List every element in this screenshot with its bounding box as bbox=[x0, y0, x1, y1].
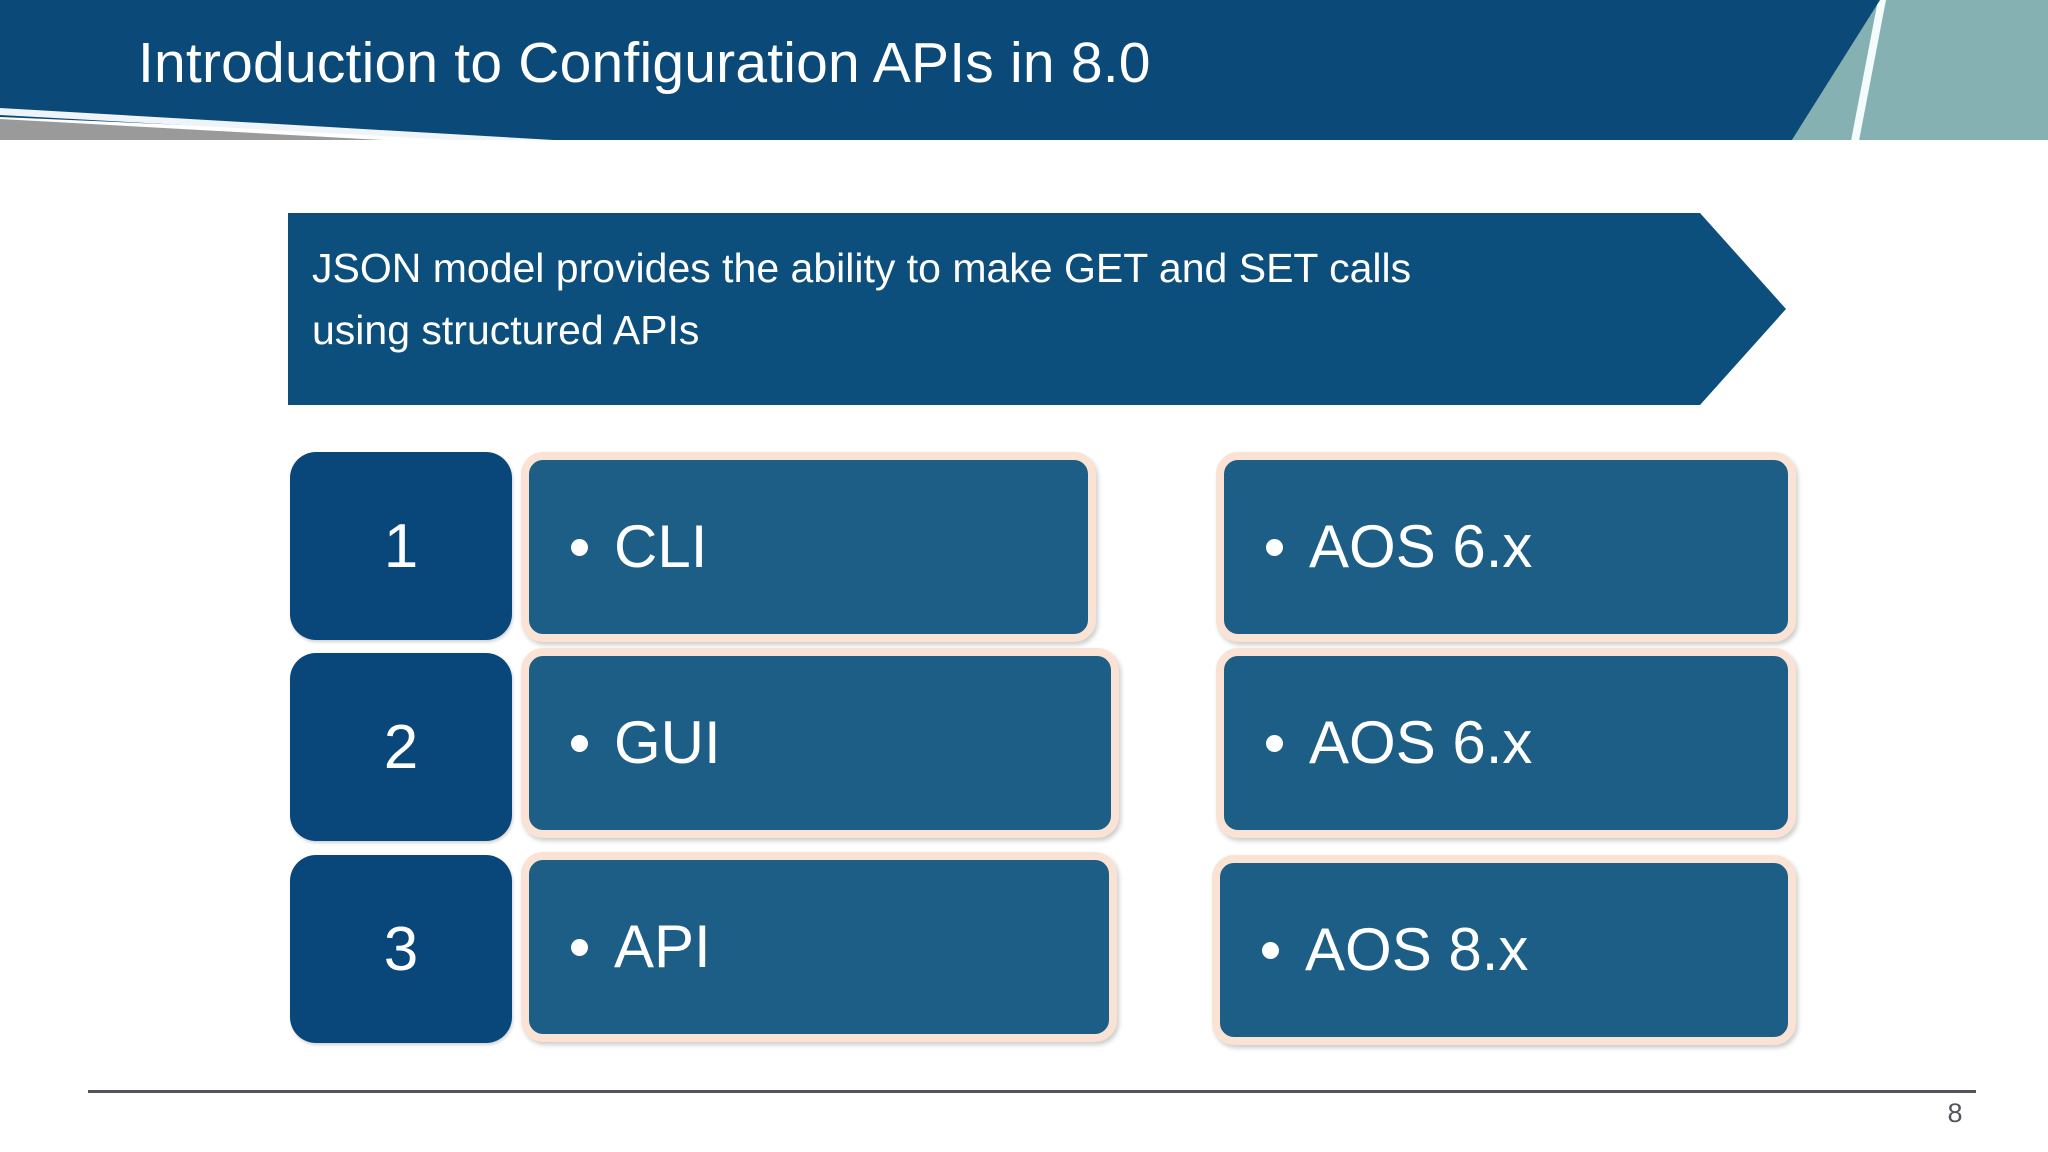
callout-line-1: JSON model provides the ability to make … bbox=[312, 245, 1412, 291]
version-label-1: AOS 6.x bbox=[1309, 513, 1533, 580]
header-band bbox=[0, 0, 2048, 156]
page-title: Introduction to Configuration APIs in 8.… bbox=[138, 31, 1151, 95]
method-box-2[interactable]: GUI bbox=[521, 648, 1119, 838]
callout-text: JSON model provides the ability to make … bbox=[312, 237, 1692, 361]
bullet-dot-icon bbox=[571, 538, 588, 556]
version-box-3[interactable]: AOS 8.x bbox=[1212, 855, 1796, 1045]
version-label-2: AOS 6.x bbox=[1309, 709, 1533, 776]
bullet-dot-icon bbox=[571, 938, 588, 956]
bullet-dot-icon bbox=[1262, 941, 1279, 959]
step-number-label-2: 2 bbox=[383, 712, 419, 782]
step-number-box-2[interactable]: 2 bbox=[290, 653, 512, 841]
method-label-2: GUI bbox=[614, 709, 721, 776]
version-label-3: AOS 8.x bbox=[1305, 916, 1529, 983]
method-content-1: CLI bbox=[529, 517, 707, 577]
step-number-label-3: 3 bbox=[383, 914, 419, 984]
footer-divider bbox=[88, 1090, 1976, 1093]
bullet-dot-icon bbox=[1266, 538, 1283, 556]
callout-line-2: using structured APIs bbox=[312, 307, 700, 353]
version-content-1: AOS 6.x bbox=[1224, 517, 1532, 577]
method-content-2: GUI bbox=[529, 713, 721, 773]
step-number-box-3[interactable]: 3 bbox=[290, 855, 512, 1043]
callout-chevron-banner: JSON model provides the ability to make … bbox=[288, 213, 1786, 405]
header-baseline-white bbox=[0, 140, 2048, 156]
method-label-1: CLI bbox=[614, 513, 708, 580]
header-navy-shape bbox=[0, 0, 1880, 143]
step-number-label-1: 1 bbox=[383, 511, 419, 581]
version-content-3: AOS 8.x bbox=[1220, 920, 1528, 980]
method-box-3[interactable]: API bbox=[521, 852, 1117, 1042]
method-label-3: API bbox=[614, 913, 711, 980]
method-box-1[interactable]: CLI bbox=[521, 452, 1096, 642]
page-number: 8 bbox=[1947, 1098, 1963, 1128]
version-content-2: AOS 6.x bbox=[1224, 713, 1532, 773]
version-box-1[interactable]: AOS 6.x bbox=[1216, 452, 1796, 642]
bullet-dot-icon bbox=[1266, 734, 1283, 752]
method-content-3: API bbox=[529, 917, 711, 977]
bullet-dot-icon bbox=[571, 734, 588, 752]
version-box-2[interactable]: AOS 6.x bbox=[1216, 648, 1796, 838]
step-number-box-1[interactable]: 1 bbox=[290, 452, 512, 640]
